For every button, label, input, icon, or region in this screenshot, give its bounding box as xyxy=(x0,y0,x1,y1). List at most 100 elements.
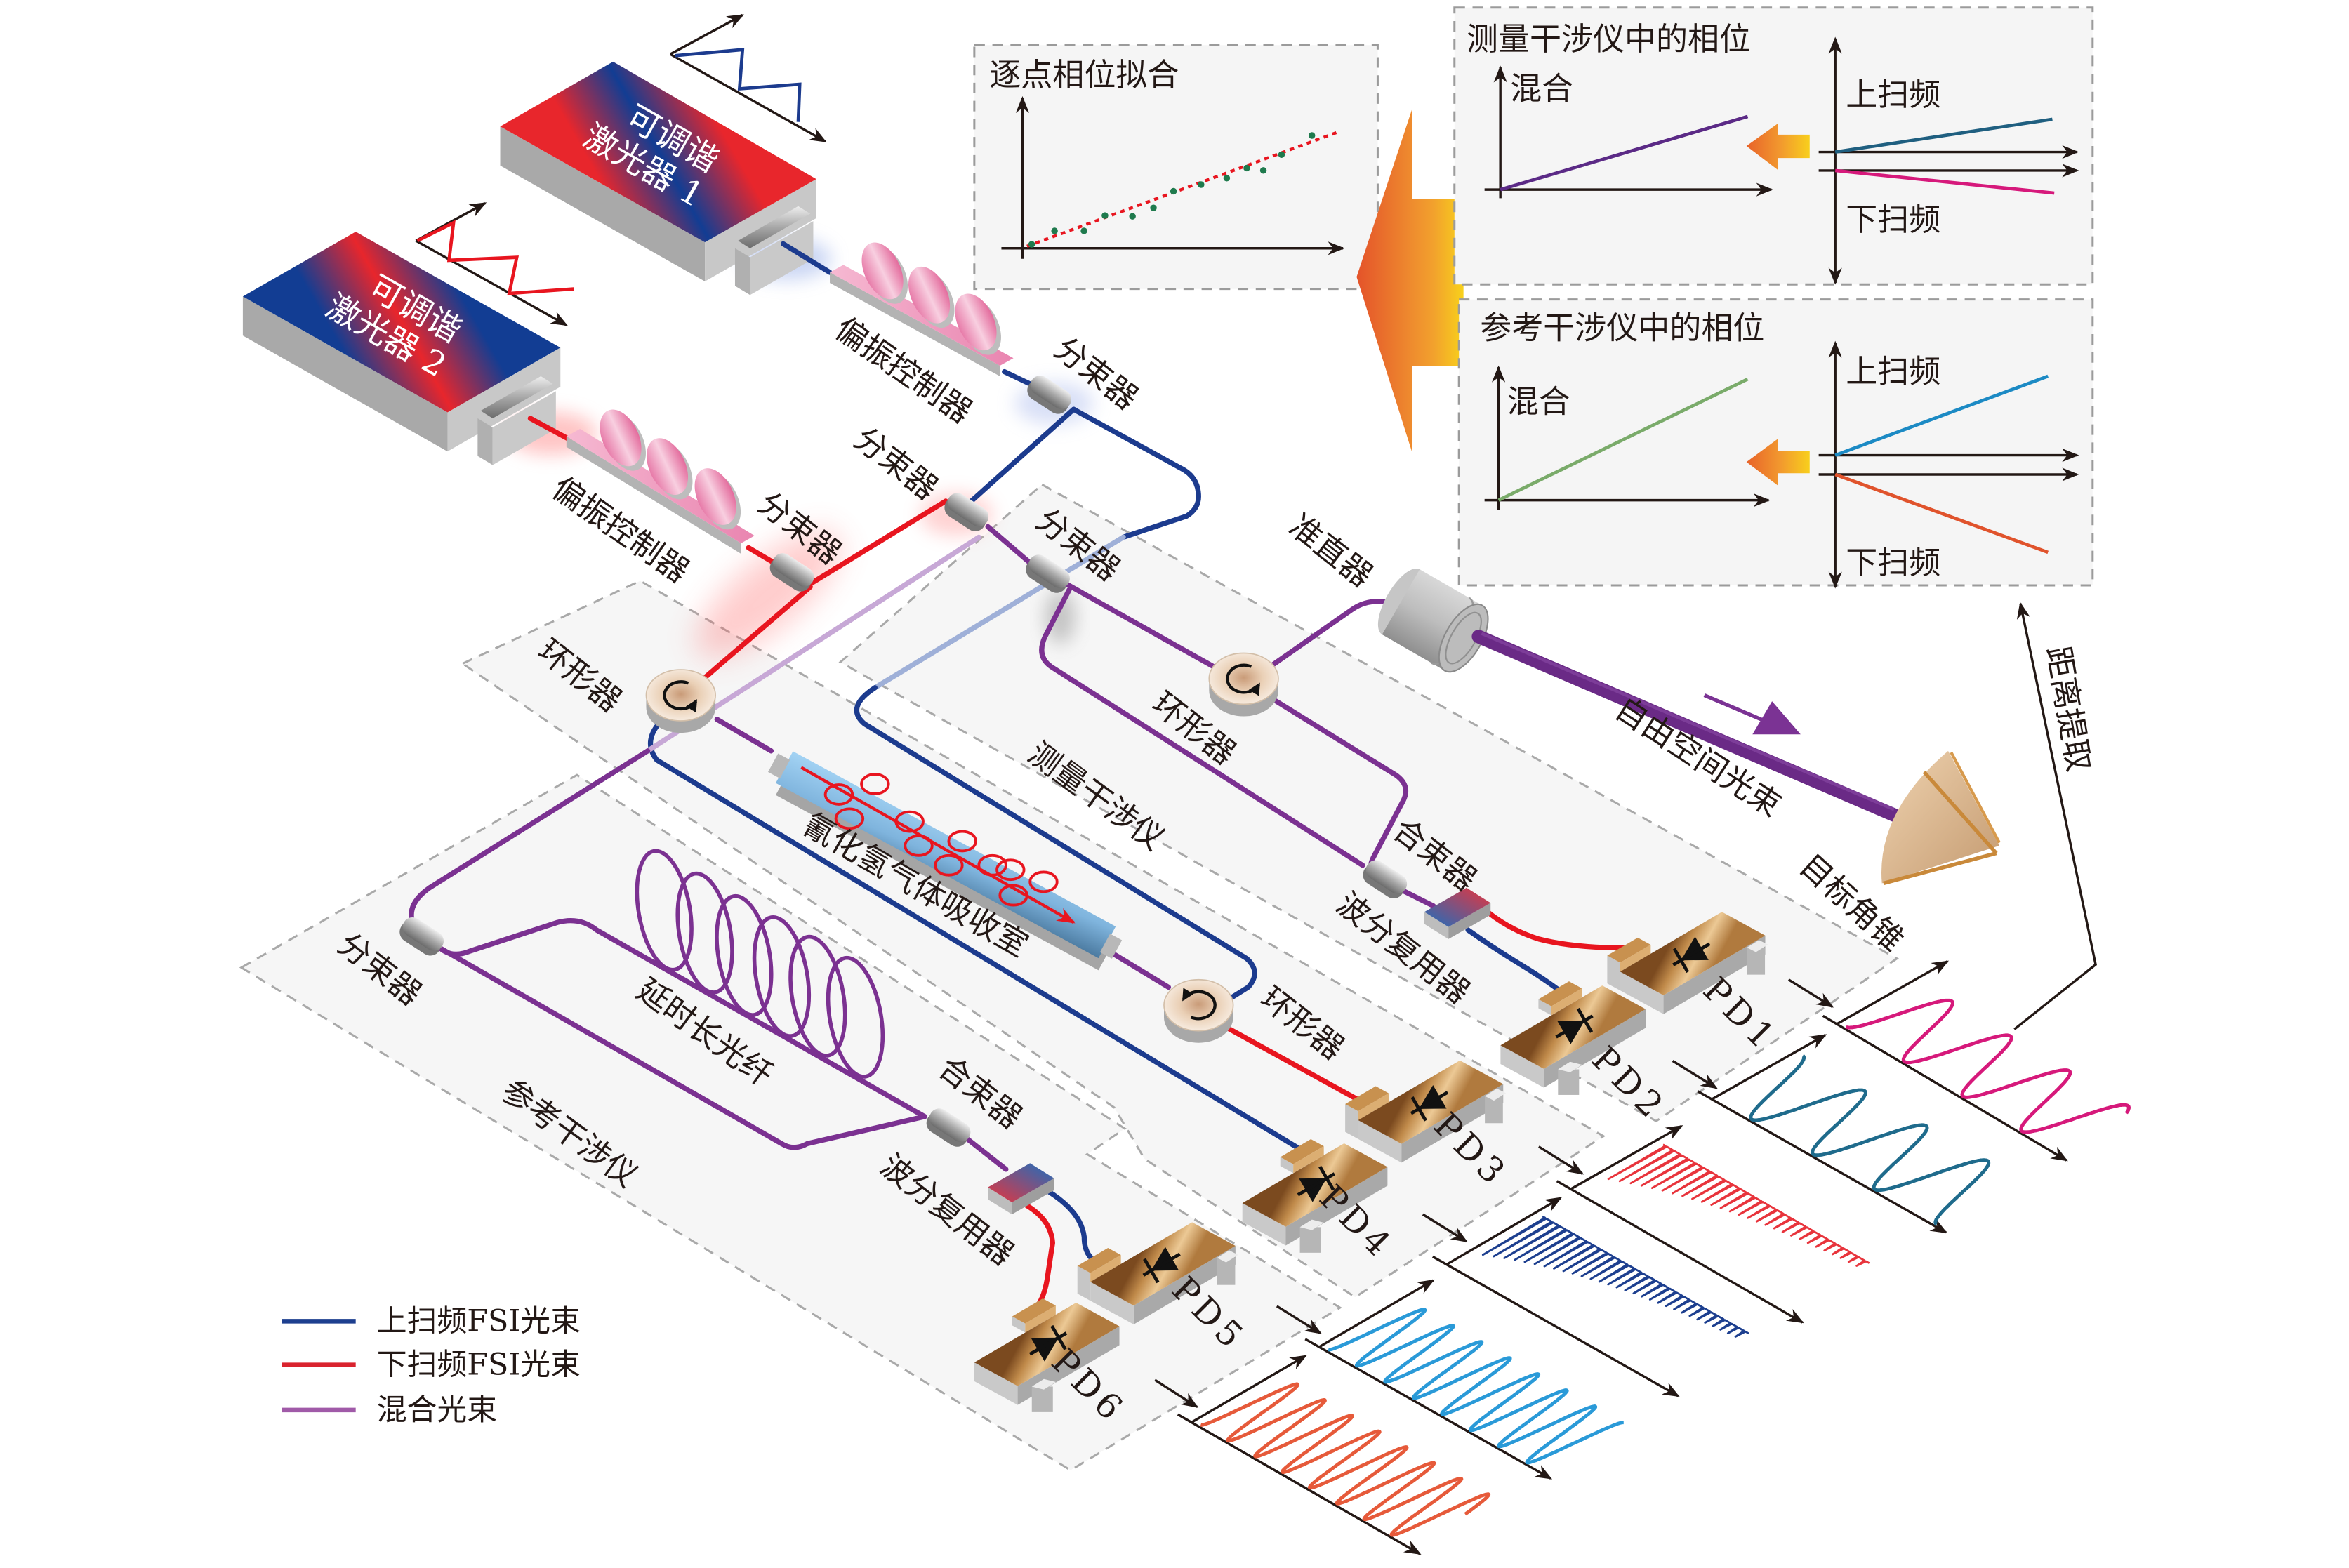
free-space-beam-highlight xyxy=(1481,632,1895,811)
circulator-1 xyxy=(646,670,715,733)
legend-item: 上扫频FSI光束 xyxy=(282,1303,581,1338)
fit-data-point xyxy=(1028,241,1035,248)
big-orange-arrow xyxy=(1356,108,1464,453)
collimator-label: 准直器 xyxy=(1282,507,1379,594)
fiber-mixed xyxy=(985,524,1033,566)
reference-interferometer-region xyxy=(239,773,1342,1472)
pd6-output-arrow xyxy=(1154,1378,1199,1409)
coil-loop xyxy=(635,849,694,972)
delay-fiber-coil xyxy=(635,849,885,1079)
laser-1-sweep-icon xyxy=(669,13,827,143)
pd4-signal-plot xyxy=(1422,1197,1749,1397)
red-glow xyxy=(696,531,841,658)
fit-data-point xyxy=(1308,132,1316,139)
fiber-mixed xyxy=(1063,581,1217,670)
frequency-axis xyxy=(669,13,744,55)
pd4-amplitude-axis xyxy=(1445,1197,1563,1266)
fiber-down-sweep xyxy=(1224,1025,1367,1106)
fit-data-point xyxy=(1278,151,1285,159)
fit-data-point xyxy=(1051,227,1058,234)
beam-direction-arrow xyxy=(1703,693,1801,735)
time-axis xyxy=(669,53,827,143)
fiber-down-sweep xyxy=(527,416,572,442)
up-sweep-sawtooth xyxy=(674,48,802,122)
pd6-amplitude-axis xyxy=(1191,1355,1307,1423)
pd4-signal-trace xyxy=(1481,1215,1749,1338)
pd5-time-axis xyxy=(1304,1338,1553,1480)
polarization-controller-1 xyxy=(830,242,1014,376)
reference-phase-title: 参考干涉仪中的相位 xyxy=(1480,309,1764,346)
hcn-gas-cell xyxy=(767,751,1123,971)
gas-molecules xyxy=(823,773,1059,907)
polarization-controller-2 xyxy=(566,409,755,554)
fiber-up-sweep xyxy=(1071,406,1201,540)
fiber-up-sweep xyxy=(854,685,1257,1005)
phase-fit-title: 逐点相位拟合 xyxy=(989,56,1179,93)
pd1-signal-plot xyxy=(1787,960,2131,1162)
measurement-phase-plot xyxy=(1500,114,2055,195)
phase-fit-panel: 逐点相位拟合 xyxy=(973,44,1379,291)
free-space-beam xyxy=(1471,630,1903,823)
measurement-down-phase-line xyxy=(1834,168,2055,195)
fiber-down-sweep xyxy=(1021,1201,1055,1310)
distance-extraction-label: 距离提取 xyxy=(2039,644,2098,775)
pd6-time-axis xyxy=(1177,1413,1422,1555)
pd3-time-axis xyxy=(1556,1180,1804,1324)
mixed-label: 混合 xyxy=(1510,70,1573,107)
fit-data-point xyxy=(1080,227,1087,234)
pd3-output-arrow xyxy=(1537,1145,1584,1175)
legend-label: 下扫频FSI光束 xyxy=(377,1348,581,1383)
gas-cell-region xyxy=(460,579,1606,1298)
pd1-signal-trace xyxy=(1844,998,2131,1134)
coil-loop xyxy=(675,871,734,995)
pd2-time-axis xyxy=(1697,1090,1948,1234)
laser-1-top xyxy=(500,61,816,243)
fiber-down-sweep xyxy=(699,584,813,683)
small-orange-arrow xyxy=(1746,438,1810,486)
measurement-up-phase-line xyxy=(1834,117,2053,154)
tunable-laser-1: 可调谐 激光器 1 xyxy=(500,13,827,295)
fit-data-point xyxy=(1150,204,1157,211)
up-sweep-label: 上扫频 xyxy=(1846,353,1940,390)
measurement-phase-panel: 测量干涉仪中的相位 混合 上扫频 下扫频 xyxy=(1453,6,2094,286)
coil-loop xyxy=(752,915,812,1038)
legend-label: 上扫频FSI光束 xyxy=(377,1303,581,1338)
circulator-3 xyxy=(1164,980,1233,1043)
splitter-2-label: 分束器 xyxy=(847,420,945,507)
legend: 上扫频FSI光束 下扫频FSI光束 混合光束 xyxy=(282,1303,581,1428)
fiber-down-sweep xyxy=(1485,909,1632,951)
fit-data-point xyxy=(1129,213,1136,220)
laser-1-side xyxy=(500,126,706,281)
fiber-down-sweep xyxy=(807,498,948,587)
pd1-time-axis xyxy=(1822,1014,2068,1162)
fiber-mixed xyxy=(1109,950,1172,990)
fit-data-point xyxy=(1198,181,1205,188)
pd3-signal-plot xyxy=(1537,1124,1870,1324)
fit-line xyxy=(1026,131,1337,248)
distance-extraction-arrow xyxy=(2013,602,2097,1030)
laser-2-sweep-icon xyxy=(415,201,574,326)
laser-2-top xyxy=(242,232,561,413)
pd2-signal-plot xyxy=(1672,1034,1991,1234)
reference-phase-panel-frame xyxy=(1457,298,2094,587)
pd5-signal-plot xyxy=(1276,1279,1625,1480)
pd1-output-arrow xyxy=(1787,978,1834,1008)
up-sweep-label: 上扫频 xyxy=(1846,76,1940,113)
pd6-signal-trace xyxy=(1199,1382,1491,1537)
splitter-shadow xyxy=(1045,590,1076,644)
fiber-up-sweep xyxy=(1465,927,1566,996)
coil-loop xyxy=(826,955,885,1079)
coil-loop xyxy=(788,934,847,1058)
mixed-label: 混合 xyxy=(1507,383,1570,420)
fit-data-point xyxy=(1101,212,1109,219)
fiber-mixed xyxy=(714,717,774,754)
measurement-phase-title: 测量干涉仪中的相位 xyxy=(1467,20,1751,58)
legend-item: 混合光束 xyxy=(282,1393,497,1428)
fiber-down-sweep xyxy=(746,545,777,566)
down-sweep-sawtooth xyxy=(416,220,574,295)
down-sweep-label: 下扫频 xyxy=(1846,544,1940,581)
pd5-signal-trace xyxy=(1327,1308,1625,1465)
legend-label: 混合光束 xyxy=(377,1393,497,1428)
pd5-amplitude-axis xyxy=(1318,1279,1435,1348)
fiber-up-sweep xyxy=(968,406,1076,504)
